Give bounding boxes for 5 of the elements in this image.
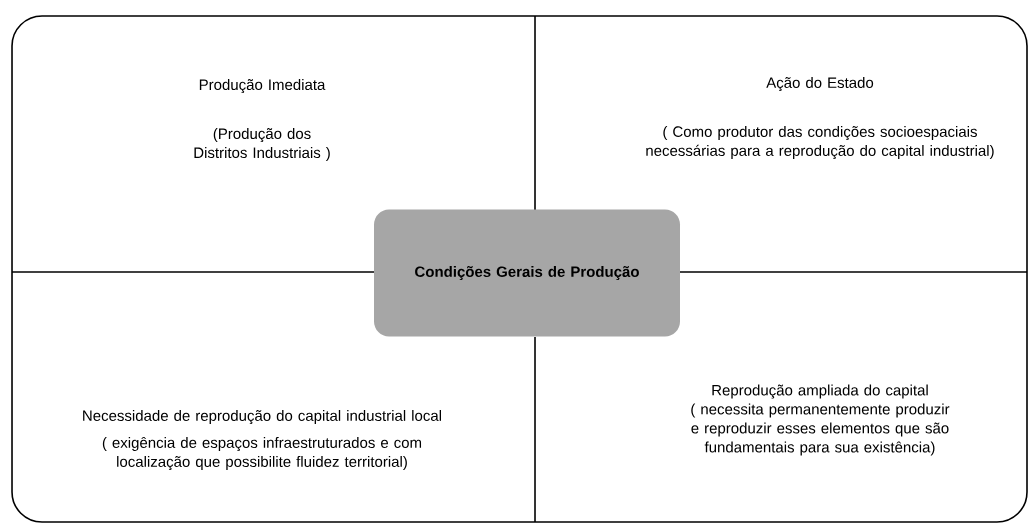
quadrant-text: Necessidade de reprodução do capital industrial local ( exigência de espaços infraestruturados e com localização que possibilite fluidez territorial) — [83, 409, 441, 470]
quadrant-text: Reprodução ampliada do capital ( necessita permanentemente produzir e reproduzir esses elementos que são fundamentais para sua existência) — [691, 384, 950, 456]
quadrant-text: Ação do Estado ( Como produtor das condições socioespaciais necessárias para a reprodução do capital industrial) — [646, 76, 994, 159]
center-box: Condições Gerais de Produção — [374, 209, 680, 337]
quadrant-text: Produção Imediata (Produção dos Distritos Industriais ) — [194, 79, 330, 161]
